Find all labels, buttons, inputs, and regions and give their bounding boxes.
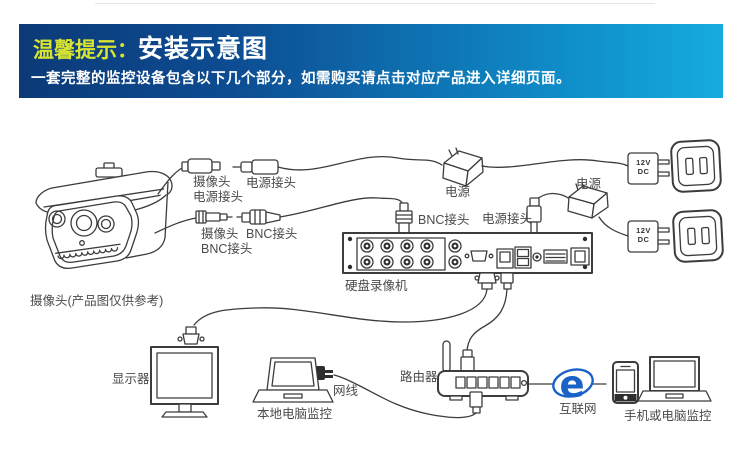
power-adapter-illustration <box>442 147 629 187</box>
label-camera-bnc-connector: 摄像头 BNC接头 <box>201 227 253 256</box>
wall-outlet-1-illustration <box>670 139 722 193</box>
label-dvr-power-plug: 电源接头 <box>482 212 533 226</box>
label-dvr[interactable]: 硬盘录像机 <box>345 279 408 293</box>
label-mobile-pc: 手机或电脑监控 <box>624 409 712 423</box>
ethernet-cable-illustration <box>460 272 514 374</box>
label-bnc-plug: BNC接头 <box>246 227 298 241</box>
dvr-power-switch <box>570 247 590 266</box>
page-title: 安装示意图 <box>138 35 269 63</box>
phone-illustration <box>612 361 639 404</box>
dvr-illustration <box>342 232 593 274</box>
label-router[interactable]: 路由器 <box>400 370 438 384</box>
monitor-illustration <box>150 346 219 418</box>
banner-title-row: 温馨提示：安装示意图 <box>33 29 268 65</box>
dvr-lan-port <box>496 248 514 269</box>
label-network-cable: 网线 <box>333 384 359 398</box>
wall-outlet-2-illustration <box>672 209 724 263</box>
psu-1-text: 12V DC <box>636 158 651 176</box>
vga-cable-illustration <box>177 272 500 345</box>
banner: 温馨提示：安装示意图 一套完整的监控设备包含以下几个部分，如需购买请点击对应产品… <box>19 24 723 98</box>
router-illustration <box>437 340 529 401</box>
label-monitor[interactable]: 显示器 <box>112 372 150 386</box>
label-camera-power-connector: 摄像头 电源接头 <box>193 175 244 204</box>
dvr-usb-ports <box>514 246 532 269</box>
internet-explorer-icon: e <box>528 363 607 406</box>
camera-bnc-connector-illustration <box>154 197 404 234</box>
top-divider <box>95 3 655 4</box>
label-dvr-bnc: BNC接头 <box>418 213 470 227</box>
power-adapter-2-illustration <box>526 182 629 237</box>
label-local-pc: 本地电脑监控 <box>257 407 333 421</box>
dvr-vga-port <box>464 250 494 262</box>
banner-subtitle: 一套完整的监控设备包含以下几个部分，如需购买请点击对应产品进入详细页面。 <box>31 71 571 87</box>
label-camera-caption[interactable]: 摄像头(产品图仅供参考) <box>30 294 164 308</box>
camera-power-connector-illustration <box>157 156 443 195</box>
local-laptop-illustration <box>252 357 334 403</box>
dvr-bnc-ports <box>360 239 462 269</box>
banner-tip-label: 温馨提示： <box>33 39 138 62</box>
psu-2-text: 12V DC <box>636 226 651 244</box>
label-power-plug: 电源接头 <box>246 176 297 190</box>
label-power-adapter-2[interactable]: 电源 <box>576 177 602 191</box>
dvr-bnc-plug-illustration <box>395 202 413 234</box>
label-power-adapter-1[interactable]: 电源 <box>445 185 471 199</box>
label-internet: 互联网 <box>559 402 597 416</box>
camera-illustration <box>35 162 173 269</box>
dc-adapter-1-illustration <box>627 152 670 185</box>
dc-adapter-2-illustration <box>627 220 670 253</box>
remote-laptop-illustration <box>637 356 712 402</box>
